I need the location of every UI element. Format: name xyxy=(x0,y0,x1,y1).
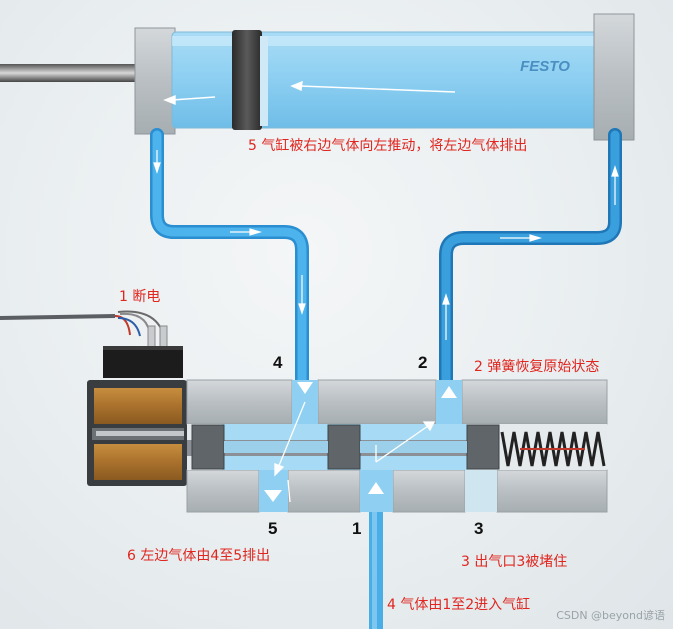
piston xyxy=(232,30,262,130)
cylinder-right-cap xyxy=(593,13,635,141)
annotation-supply: 4 气体由1至2进入气缸 xyxy=(387,597,531,613)
tube-flow-arrows xyxy=(153,150,619,340)
port-5-channel xyxy=(259,466,288,512)
annotation-power-off: 1 断电 xyxy=(119,289,161,305)
port-4-arrow-down xyxy=(297,382,313,394)
port-5-arrow-down xyxy=(264,490,282,502)
cylinder-flow-arrows xyxy=(163,80,456,106)
annotation-spring: 2 弹簧恢复原始状态 xyxy=(474,359,600,375)
port-4-label: 4 xyxy=(273,353,283,372)
valve-body xyxy=(186,379,608,546)
solenoid xyxy=(87,346,187,486)
port-3-channel xyxy=(465,466,497,512)
spool xyxy=(187,424,500,470)
port-2-label: 2 xyxy=(418,353,428,372)
annotation-exhaust: 6 左边气体由4至5排出 xyxy=(127,548,271,564)
return-spring xyxy=(500,431,606,467)
watermark: CSDN @beyond谚语 xyxy=(556,609,665,622)
port-1-arrow-up xyxy=(368,482,384,494)
pneumatic-cylinder: FESTO xyxy=(0,13,635,141)
port-3-label: 3 xyxy=(474,519,484,538)
cylinder-left-cap xyxy=(134,27,176,135)
solenoid-connector xyxy=(103,346,183,378)
port-5-label: 5 xyxy=(268,519,278,538)
air-tube-port-4 xyxy=(150,128,309,387)
annotation-port-3-blocked: 3 出气口3被堵住 xyxy=(461,554,568,570)
air-supply-tube xyxy=(369,512,383,629)
air-tube-port-2 xyxy=(439,128,622,387)
solenoid-cable xyxy=(0,310,168,349)
annotation-cylinder: 5 气缸被右边气体向左推动，将左边气体排出 xyxy=(248,138,528,154)
port-1-label: 1 xyxy=(352,519,362,538)
festo-logo: FESTO xyxy=(520,58,570,75)
port-2-arrow-up xyxy=(441,386,457,398)
